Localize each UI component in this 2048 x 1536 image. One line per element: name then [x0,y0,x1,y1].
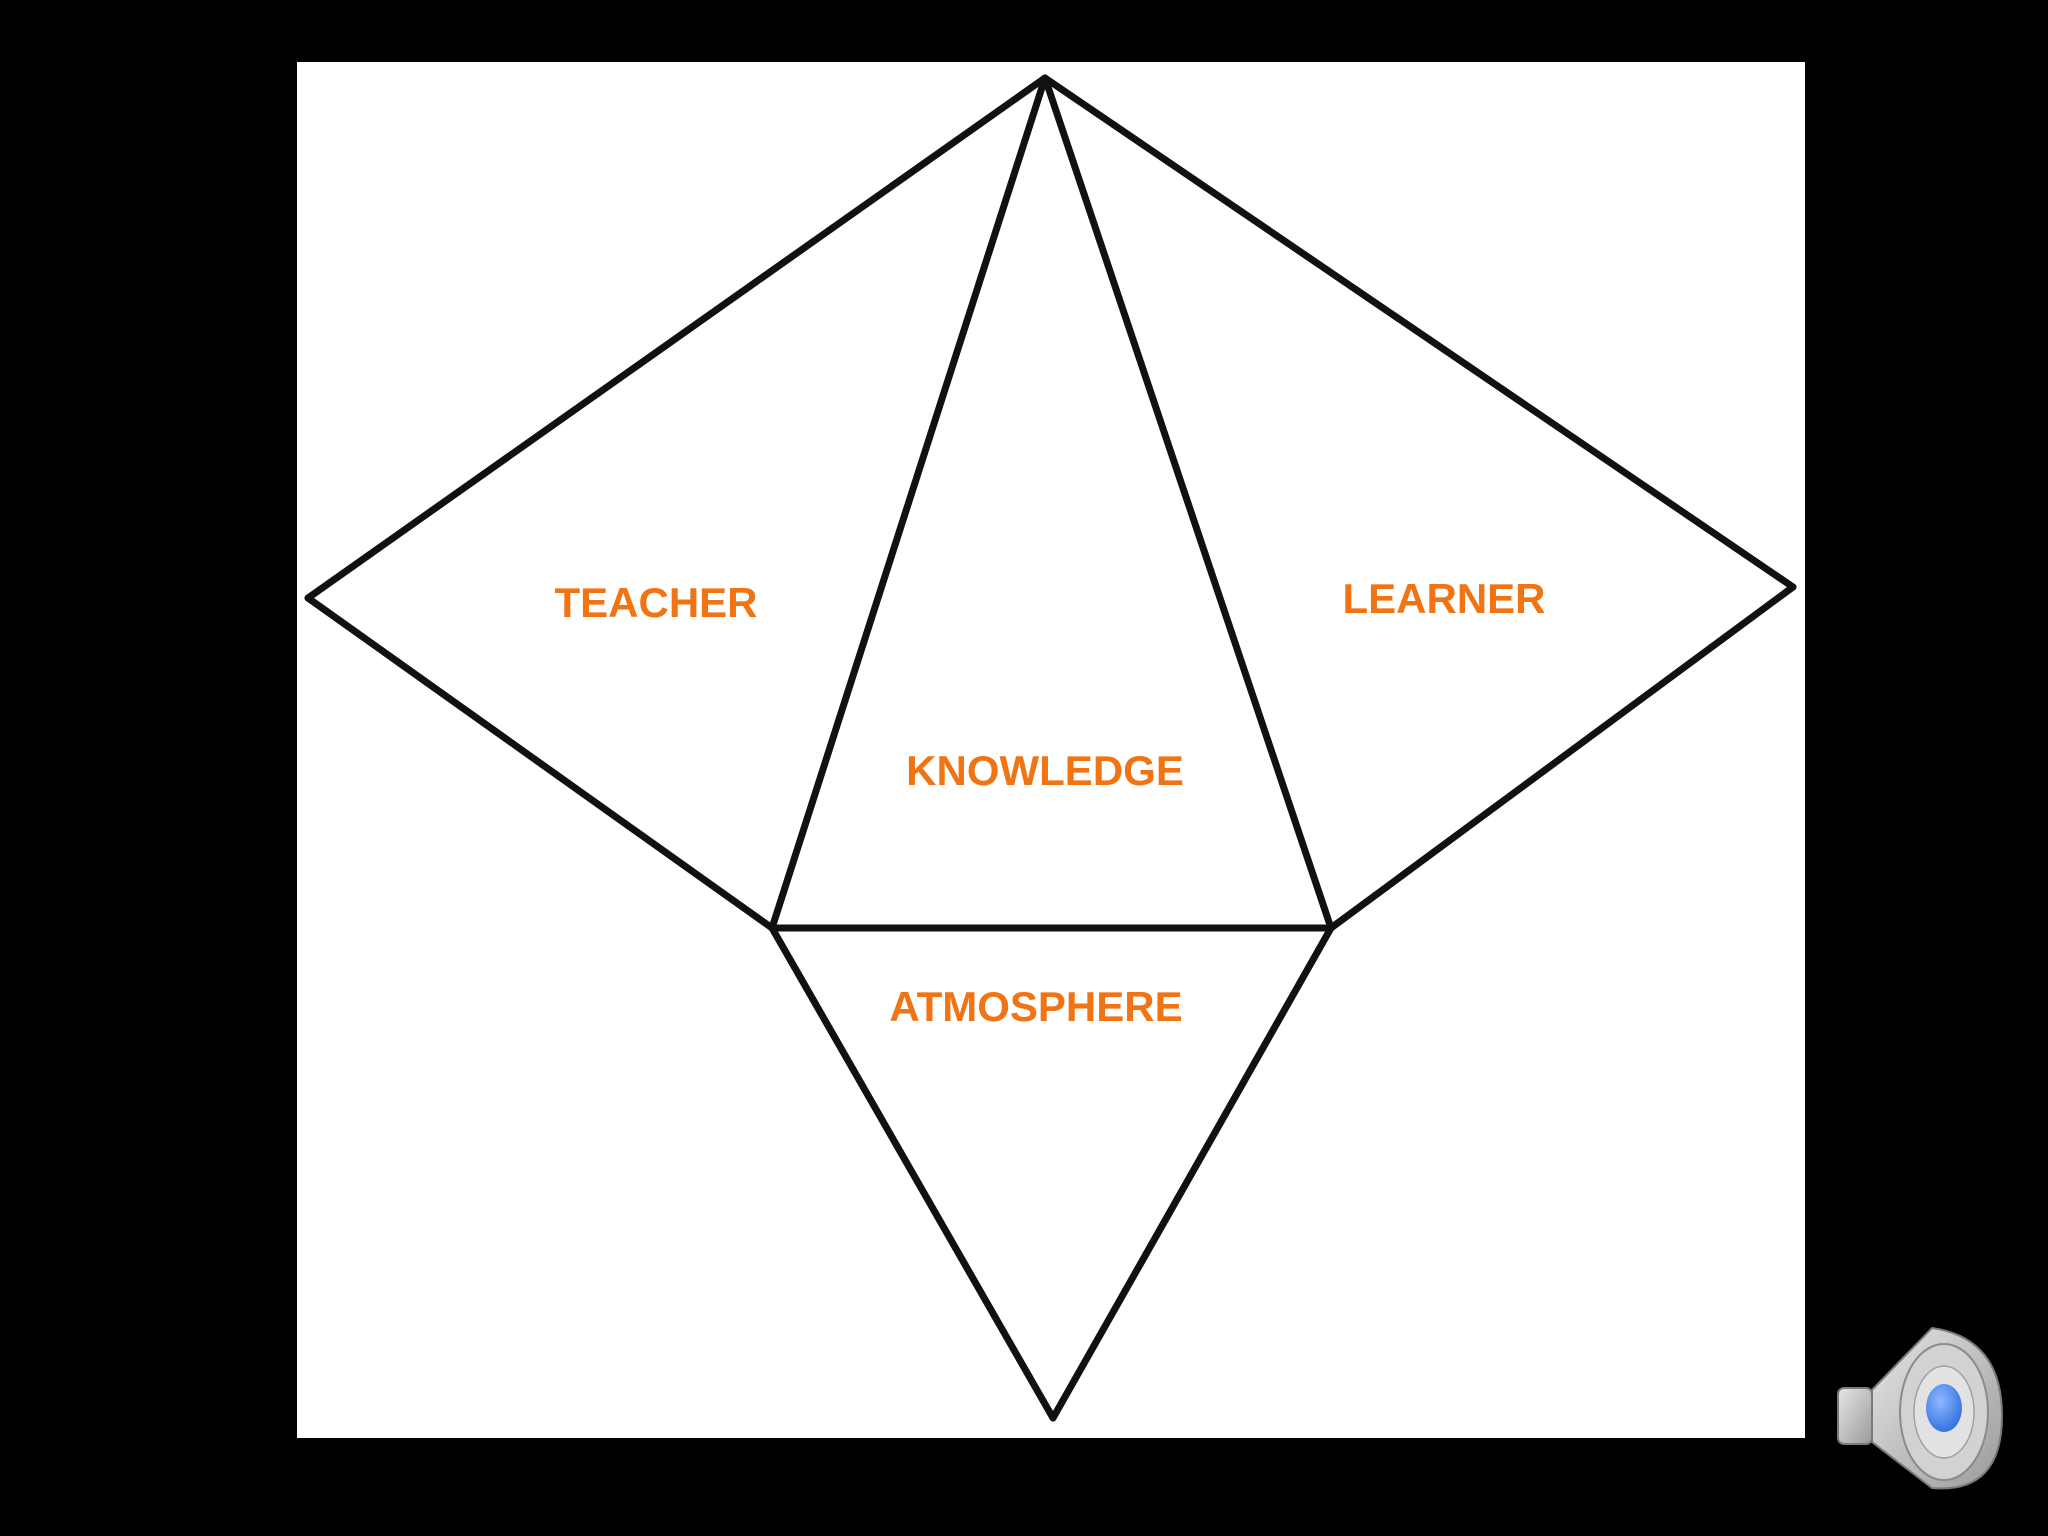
edge-baseleft-bottom [768,924,1057,1422]
label-learner: LEARNER [1342,575,1545,622]
edge-right-baseright [1327,583,1797,932]
label-knowledge: KNOWLEDGE [906,747,1184,794]
net-outline [304,74,1797,1422]
audio-speaker-icon[interactable] [1832,1318,2008,1494]
label-atmosphere: ATMOSPHERE [889,983,1182,1030]
edge-apex-baseright [1041,74,1335,932]
speaker-body [1837,1326,2004,1490]
speaker-dot [1926,1384,1962,1432]
edge-baseright-bottom [1049,924,1335,1422]
edge-left-baseleft [304,594,776,932]
label-teacher: TEACHER [554,579,757,626]
edge-apex-baseleft [768,74,1049,932]
edge-apex-right [1041,74,1797,591]
edge-apex-left [304,74,1049,602]
diagram-panel [297,62,1805,1438]
